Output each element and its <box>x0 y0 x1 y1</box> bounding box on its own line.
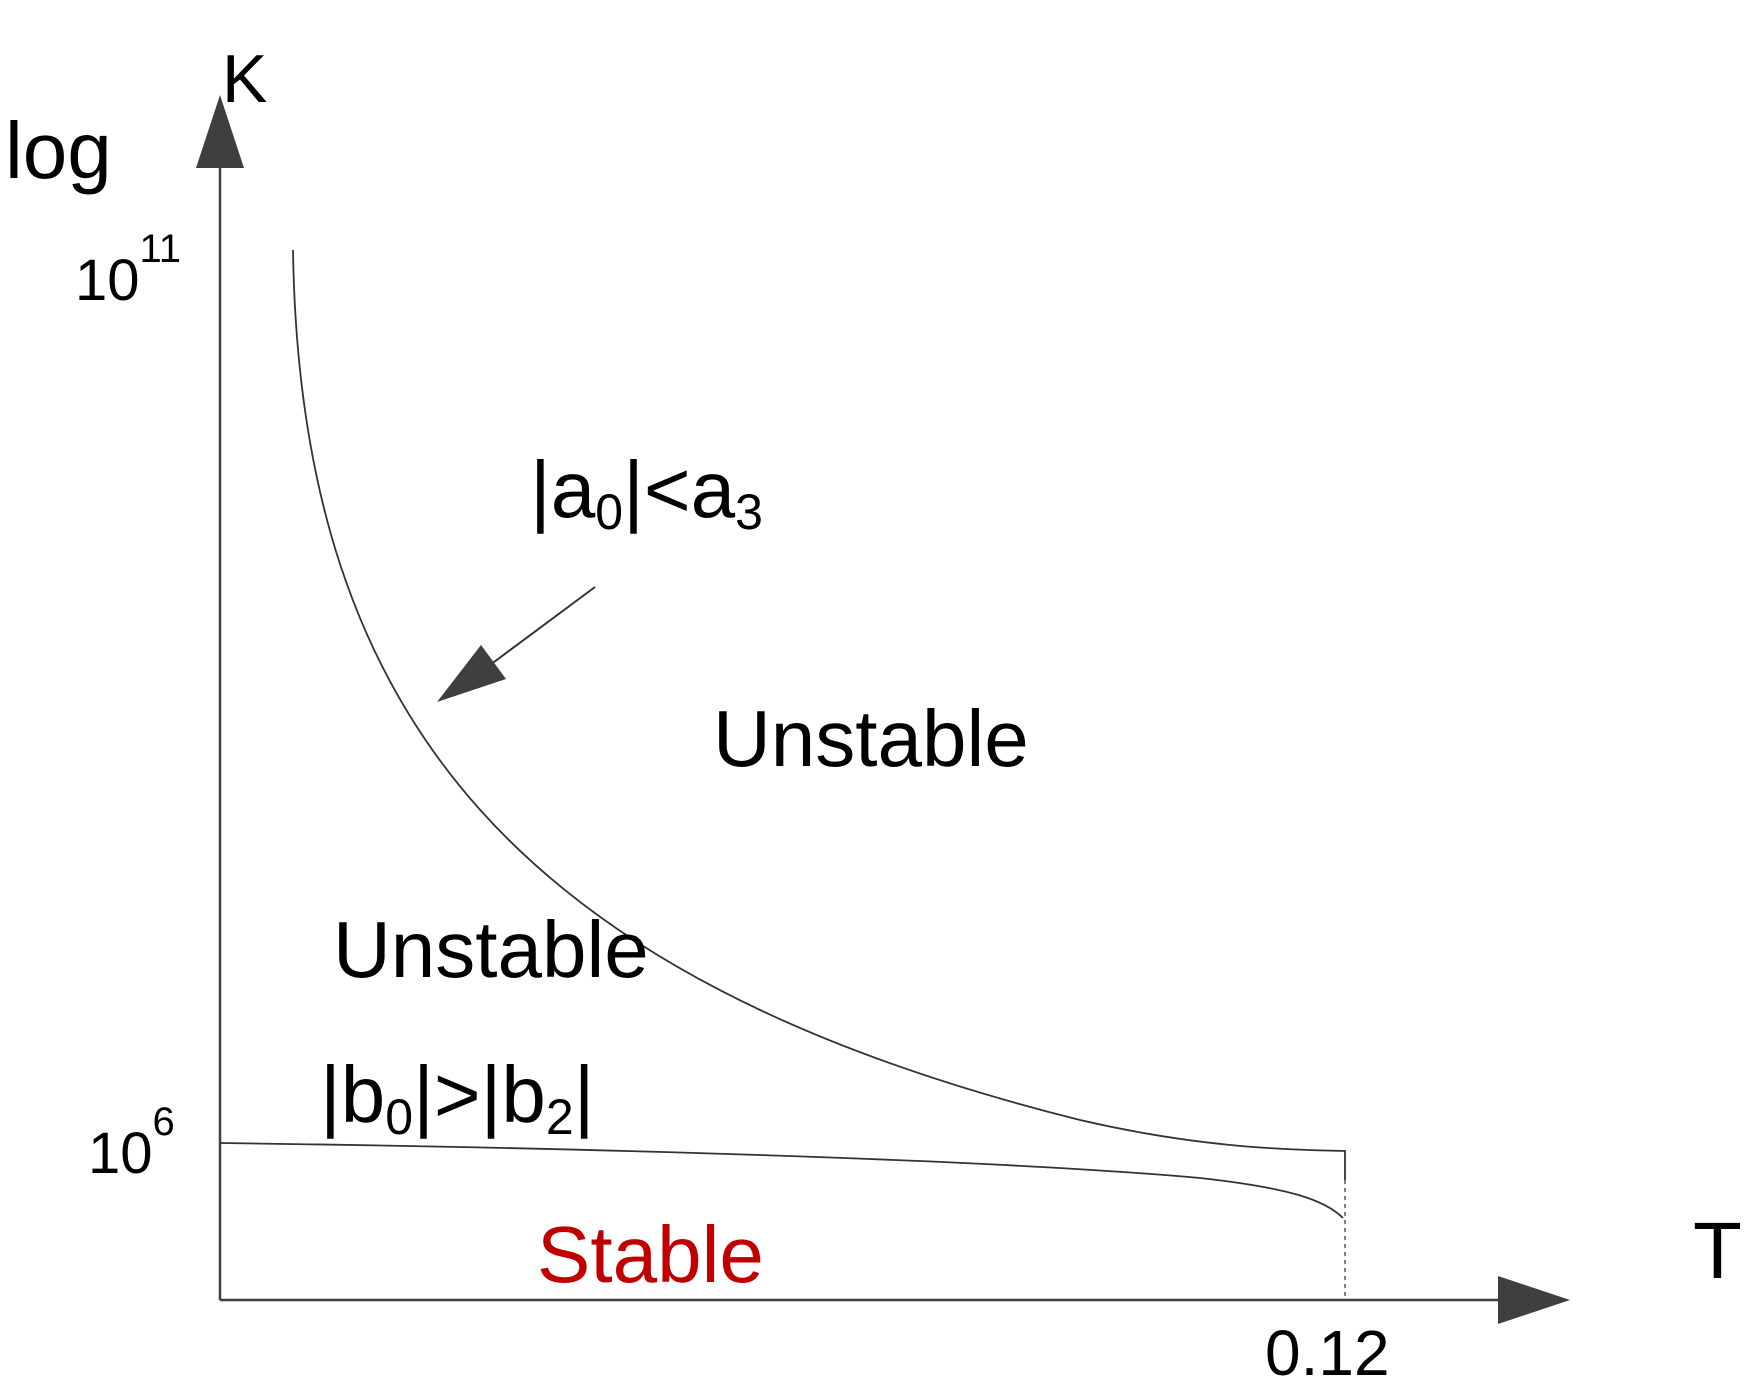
region-label-unstable-middle: Unstable <box>333 905 649 994</box>
upper-boundary-curve <box>292 249 1346 1180</box>
lower-boundary-curve <box>219 1142 1344 1219</box>
annotation-arrow-shaft <box>489 586 596 666</box>
region-label-stable: Stable <box>537 1210 764 1299</box>
y-tick-label-high: 1011 <box>75 227 181 313</box>
x-axis-label-t: T <box>1693 1206 1742 1295</box>
y-tick-label-low: 106 <box>88 1100 175 1186</box>
x-tick-label: 0.12 <box>1265 1317 1390 1389</box>
y-axis-arrowhead <box>196 95 244 168</box>
region-label-unstable-upper: Unstable <box>713 694 1029 783</box>
y-axis-label-k: K <box>222 41 267 117</box>
annotation-arrow-head <box>437 645 506 702</box>
x-axis-arrowhead <box>1498 1276 1570 1324</box>
y-axis-label-log: log <box>5 106 112 195</box>
upper-condition-label: |a0|<a3 <box>530 445 763 540</box>
lower-condition-label: |b0|>|b2| <box>320 1050 594 1145</box>
